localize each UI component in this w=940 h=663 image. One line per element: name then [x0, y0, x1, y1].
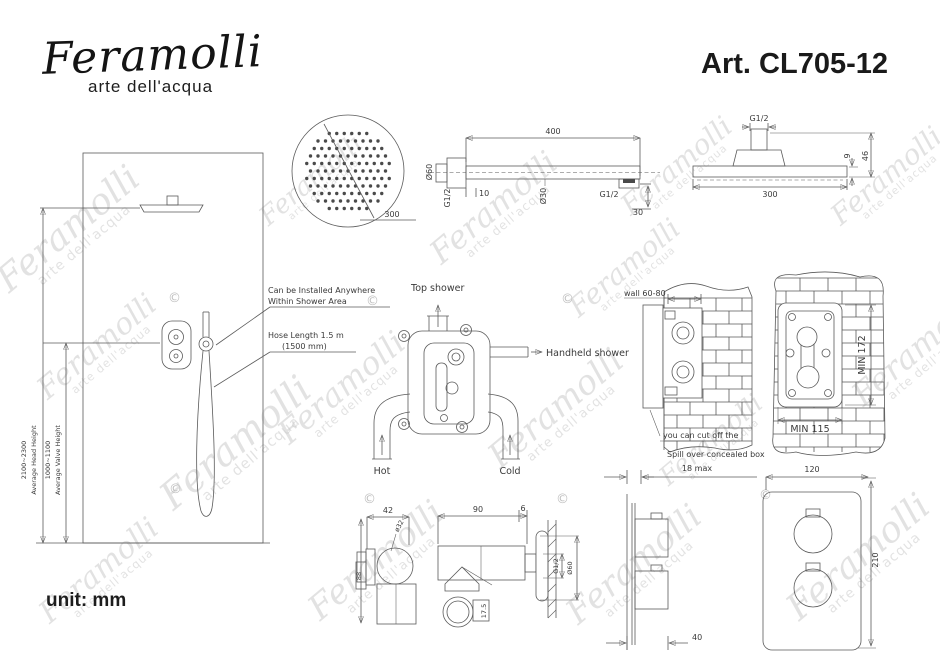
dim-head-diameter: 300 — [384, 210, 399, 219]
copyright-mark: © — [556, 492, 569, 507]
brand-tagline: arte dell'acqua — [88, 77, 214, 96]
dim-edge-thickness: 9 — [843, 153, 852, 158]
copyright-mark: © — [168, 291, 181, 306]
label-handheld-shower: Handheld shower — [546, 348, 629, 359]
dim-head-height-range: 2100~2300 — [20, 441, 28, 480]
dim-total-height: 46 — [861, 151, 870, 161]
copyright-mark: © — [363, 492, 376, 507]
label-cold: Cold — [499, 466, 520, 477]
holder-front-view: 42 ø32 88 — [355, 506, 417, 625]
trim-front-view: 120 210 — [762, 465, 880, 651]
dim-min-width: MIN 115 — [790, 424, 829, 435]
dim-holder-depth: 90 — [473, 505, 483, 514]
dim-flange-diameter: Ø60 — [424, 164, 434, 180]
wall-section-view: wall 60-80 you can cut off the Spill ove… — [624, 283, 765, 459]
hose-note-line1: Hose Length 1.5 m — [268, 331, 344, 340]
dim-flange-offset: 10 — [479, 189, 489, 198]
article-prefix: Art. — [701, 48, 751, 80]
holder-side-view: 90 6 17.5 G1/2 Ø60 — [438, 504, 579, 628]
dim-holder-width: 42 — [383, 506, 393, 515]
brand-name: Feramolli — [41, 26, 264, 85]
dim-head-width: 300 — [762, 190, 777, 199]
dim-hook-depth: 17.5 — [480, 604, 488, 618]
wall-front-view: MIN 172 MIN 115 — [772, 271, 886, 456]
copyright-mark: © — [759, 488, 772, 503]
cut-note-line1: you can cut off the — [663, 431, 738, 440]
dim-pipe-diameter: Ø30 — [538, 188, 548, 204]
install-note-line1: Can be Installed Anywhere — [268, 286, 375, 295]
dim-plate-height: 210 — [871, 552, 880, 567]
label-wall-thickness: wall 60-80 — [624, 289, 666, 298]
copyright-mark: © — [169, 482, 182, 497]
install-note-line2: Within Shower Area — [268, 297, 347, 306]
dim-arm-drop: 30 — [633, 208, 643, 217]
shower-head-side-view: G1/2 9 46 300 — [693, 114, 875, 199]
article-number: Art. CL705-12 — [701, 48, 888, 81]
hose-note-line2: (1500 mm) — [282, 342, 327, 351]
dim-valve-height-range: 1000~1100 — [44, 441, 52, 480]
dim-valve-height-label: Average Valve Height — [54, 425, 62, 495]
dim-head-height-label: Average Head Height — [30, 425, 38, 495]
valve-box-view: Top shower Handheld shower Hot — [372, 283, 629, 477]
unit-note: unit: mm — [46, 590, 127, 611]
copyright-mark: © — [366, 294, 379, 309]
shower-arm-view: 400 Ø60 G1/2 10 Ø30 G1/2 30 — [424, 127, 660, 217]
dim-head-thread: G1/2 — [599, 190, 618, 199]
dim-holder-thread: G1/2 — [552, 558, 560, 574]
dim-holder-flange: Ø60 — [566, 561, 574, 574]
dim-head-thread-top: G1/2 — [749, 114, 768, 123]
dim-arm-length: 400 — [545, 127, 560, 136]
dim-wall-thread: G1/2 — [443, 188, 452, 207]
installation-view: 2100~2300 Average Head Height 1000~1100 … — [20, 152, 390, 543]
label-hot: Hot — [374, 466, 391, 477]
dim-min-height: MIN 172 — [857, 335, 868, 374]
copyright-mark: © — [561, 292, 574, 307]
trim-side-view: 18 max 40 — [604, 464, 757, 650]
article-code: CL705-12 — [759, 48, 888, 80]
dim-trim-protrusion: 18 max — [682, 464, 712, 473]
label-top-shower: Top shower — [410, 283, 464, 294]
dim-plate-width: 120 — [804, 465, 819, 474]
shower-head-top-view: 300 — [291, 114, 416, 228]
dim-knob-depth: 40 — [692, 633, 702, 642]
dim-holder-height: 88 — [355, 572, 363, 580]
dim-knob-diameter: ø32 — [393, 519, 406, 534]
brand-logo: Feramolli arte dell'acqua — [41, 26, 264, 97]
dim-plate-gap: 6 — [520, 504, 525, 513]
cut-note-line2: Spill over concealed box — [667, 450, 765, 459]
